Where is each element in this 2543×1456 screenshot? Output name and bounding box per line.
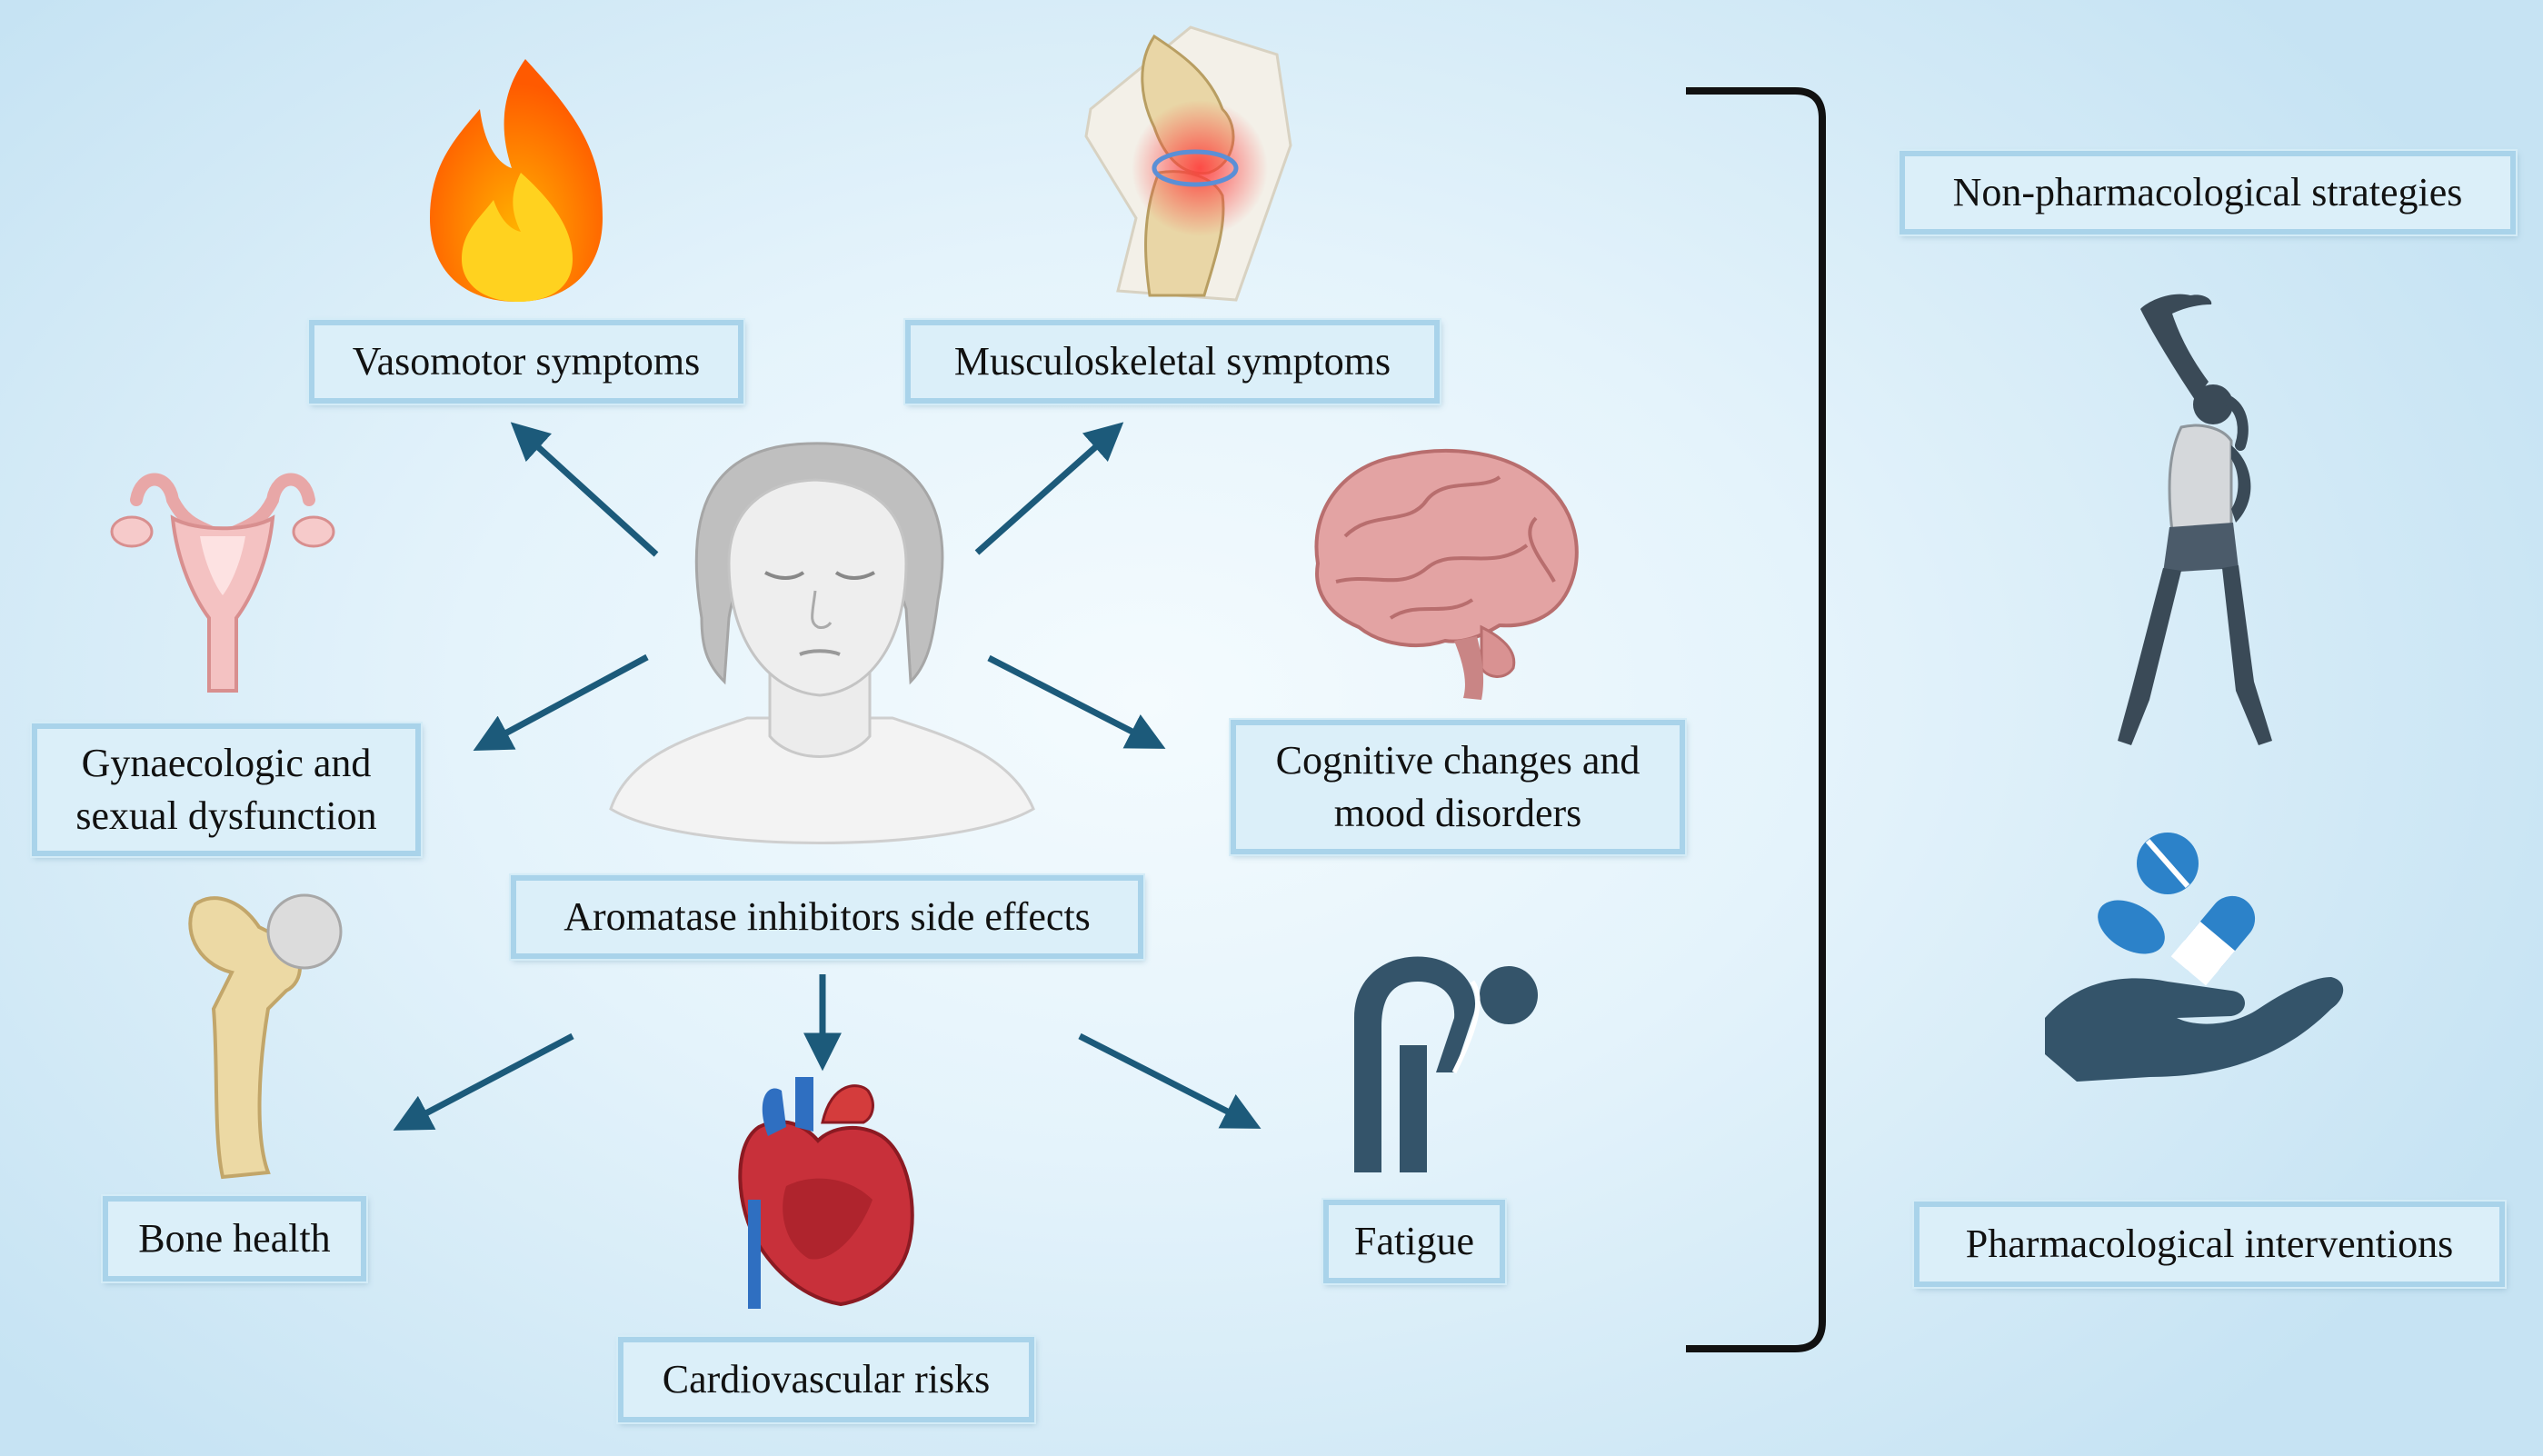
arrow-to-fatigue bbox=[1078, 1032, 1262, 1129]
gynaecologic-line-2: sexual dysfunction bbox=[75, 793, 377, 838]
uterus-icon bbox=[110, 473, 335, 693]
grouping-bracket bbox=[1686, 87, 1826, 1352]
arrow-to-bone bbox=[393, 1032, 574, 1131]
knee-joint-icon bbox=[1084, 25, 1292, 302]
fatigue-person-icon bbox=[1354, 956, 1538, 1172]
woman-face-illustration bbox=[609, 442, 1035, 844]
flame-icon bbox=[430, 59, 603, 302]
femur-bone-icon bbox=[188, 893, 343, 1180]
brain-icon bbox=[1314, 448, 1579, 700]
arrow-to-cognitive bbox=[987, 654, 1166, 749]
cognitive-mood-label: Cognitive changes and mood disorders bbox=[1231, 720, 1685, 854]
musculoskeletal-symptoms-label: Musculoskeletal symptoms bbox=[905, 320, 1440, 404]
bone-health-label: Bone health bbox=[103, 1196, 366, 1281]
vasomotor-symptoms-label: Vasomotor symptoms bbox=[309, 320, 743, 404]
cognitive-line-1: Cognitive changes and bbox=[1275, 738, 1640, 783]
pharmacological-interventions-label: Pharmacological interventions bbox=[1914, 1202, 2505, 1287]
exercise-woman-icon bbox=[2118, 294, 2272, 745]
aromatase-inhibitors-label: Aromatase inhibitors side effects bbox=[511, 875, 1143, 959]
arrow-to-musculoskeletal bbox=[974, 422, 1124, 555]
fatigue-label: Fatigue bbox=[1323, 1200, 1505, 1283]
gynaecologic-line-1: Gynaecologic and bbox=[81, 741, 372, 785]
arrows bbox=[393, 422, 1262, 1131]
heart-icon bbox=[738, 1077, 914, 1309]
non-pharmacological-strategies-label: Non-pharmacological strategies bbox=[1900, 151, 2516, 234]
arrow-to-vasomotor bbox=[510, 422, 659, 557]
hand-pills-icon bbox=[2045, 833, 2344, 1082]
cardiovascular-risks-label: Cardiovascular risks bbox=[618, 1337, 1034, 1422]
gynaecologic-sexual-dysfunction-label: Gynaecologic and sexual dysfunction bbox=[32, 723, 421, 856]
cognitive-line-2: mood disorders bbox=[1333, 791, 1582, 835]
arrow-to-gynaecologic bbox=[473, 653, 649, 751]
